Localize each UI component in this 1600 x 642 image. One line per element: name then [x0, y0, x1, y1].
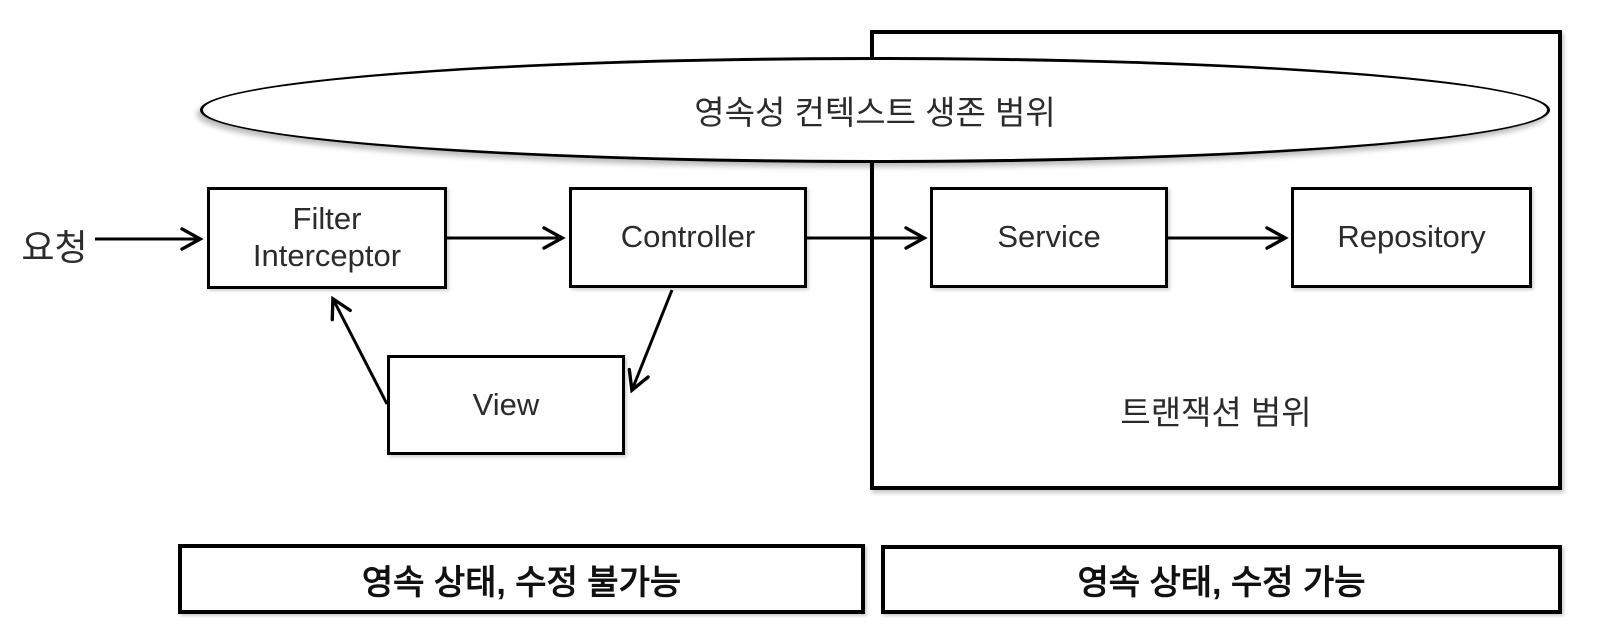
filter-label-line1: Filter [292, 201, 362, 237]
request-label: 요청 [21, 227, 88, 268]
node-service: Service [930, 187, 1168, 288]
controller-label: Controller [620, 219, 756, 255]
legend-persistent-not-modifiable: 영속 상태, 수정 불가능 [178, 544, 865, 614]
node-filter-interceptor: Filter Interceptor [207, 187, 447, 289]
arrow-controller-to-view [632, 289, 674, 390]
legend-left-label: 영속 상태, 수정 불가능 [361, 563, 682, 602]
view-label: View [472, 386, 540, 422]
legend-right-label: 영속 상태, 수정 가능 [1077, 564, 1366, 602]
persistence-context-ellipse: 영속성 컨텍스트 생존 범위 [200, 57, 1550, 163]
legend-persistent-modifiable: 영속 상태, 수정 가능 [881, 545, 1562, 614]
node-repository: Repository [1291, 187, 1532, 288]
repository-label: Repository [1337, 219, 1486, 255]
arrow-view-to-filter [333, 299, 389, 405]
node-controller: Controller [569, 187, 807, 288]
filter-label-line2: Interceptor [252, 238, 402, 273]
node-view: View [387, 355, 625, 455]
persistence-context-label: 영속성 컨텍스트 생존 범위 [694, 94, 1056, 131]
service-label: Service [997, 219, 1101, 255]
transaction-scope-label: 트랜잭션 범위 [1120, 394, 1312, 431]
